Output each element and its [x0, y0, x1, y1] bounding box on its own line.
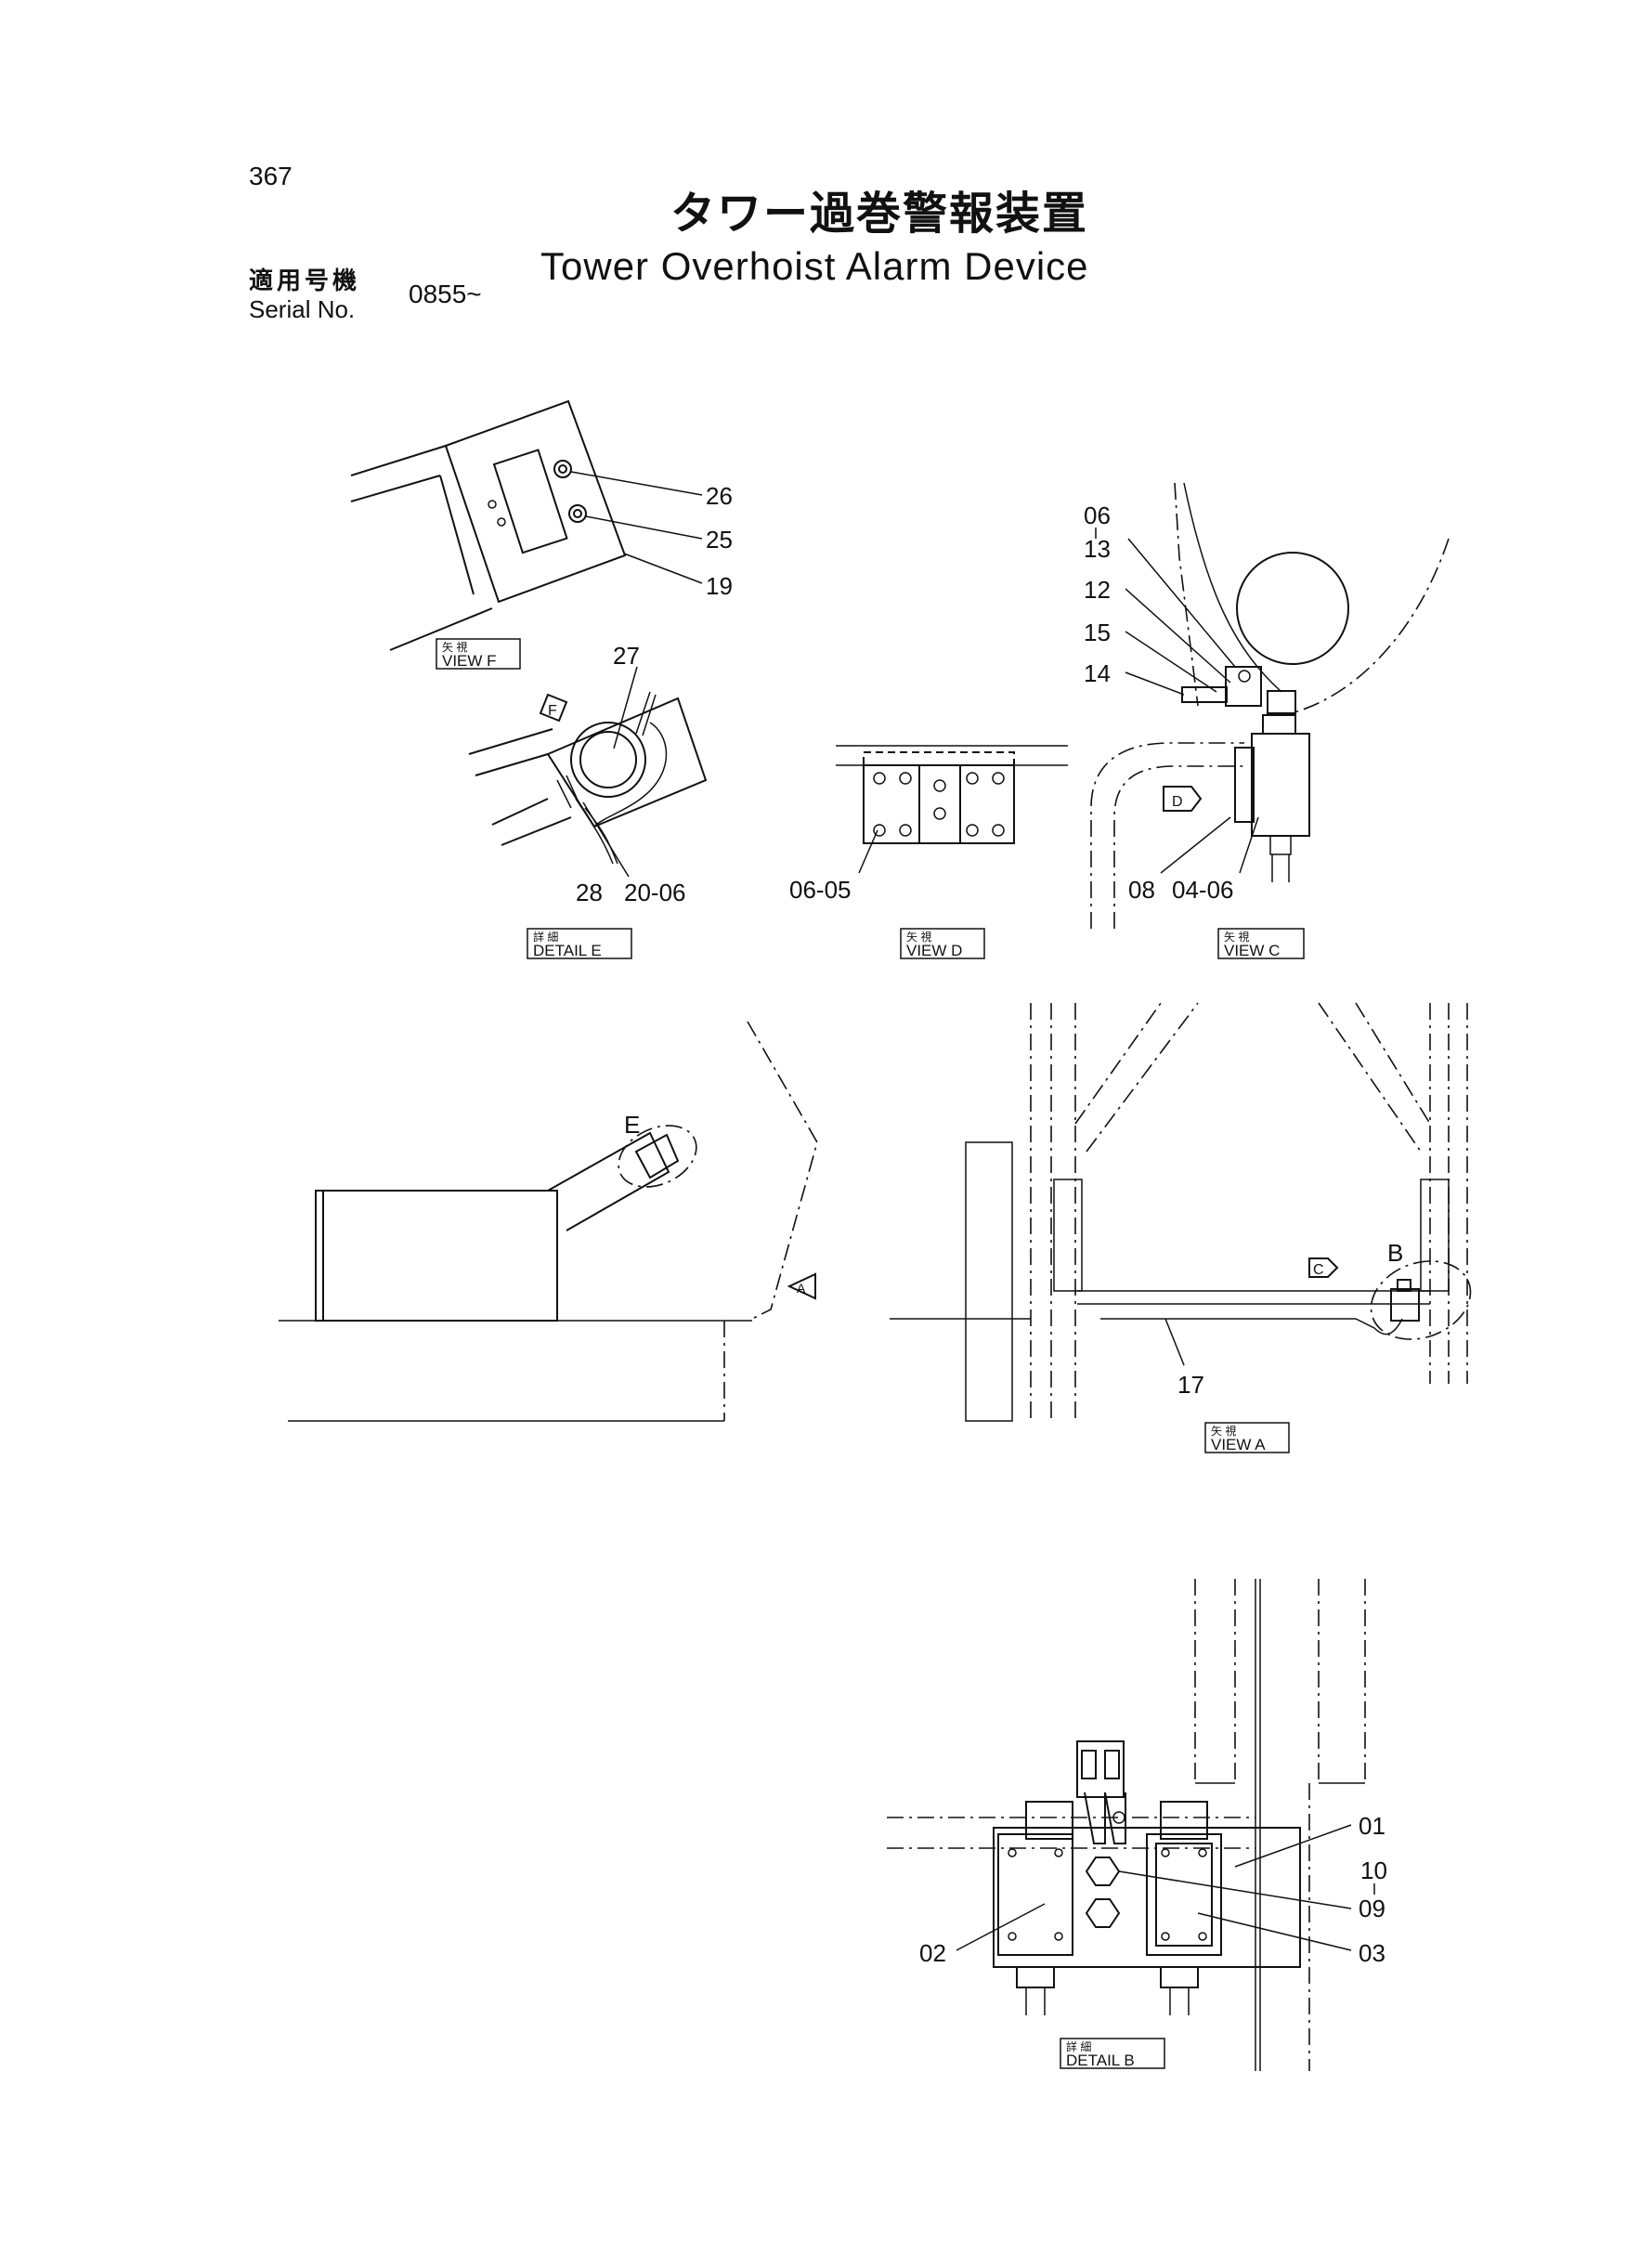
marker-d: D — [1172, 794, 1183, 810]
part-label-19: 19 — [706, 572, 733, 600]
part-label-09: 09 — [1359, 1895, 1385, 1922]
part-label-01: 01 — [1359, 1812, 1385, 1840]
view-a-caption: 矢 視 VIEW A — [1204, 1422, 1290, 1453]
view-d-drawing — [836, 745, 1068, 874]
part-label-02: 02 — [919, 1939, 946, 1967]
marker-e: E — [624, 1111, 640, 1139]
serial-value: 0855~ — [409, 280, 482, 308]
detail-b-caption: 詳 細 DETAIL B — [1060, 2038, 1165, 2069]
part-label-12: 12 — [1084, 576, 1111, 604]
part-label-28: 28 — [576, 879, 603, 906]
marker-a: A — [797, 1281, 806, 1296]
view-c-caption-jp: 矢 視 — [1224, 930, 1249, 944]
part-label-25: 25 — [706, 526, 733, 554]
part-label-27: 27 — [613, 642, 640, 670]
page-number: 367 — [249, 162, 293, 190]
view-d-caption-jp: 矢 視 — [906, 930, 931, 944]
view-f-drawing — [350, 399, 703, 651]
view-a-drawing: C B — [890, 1002, 1472, 1422]
title-japanese: タワー過巻警報装置 — [670, 188, 1089, 240]
part-label-08: 08 — [1128, 876, 1155, 904]
view-a-caption-jp: 矢 視 — [1211, 1424, 1236, 1438]
detail-e-caption-jp: 詳 細 — [533, 930, 558, 944]
part-label-15: 15 — [1084, 619, 1111, 646]
title-english: Tower Overhoist Alarm Device — [540, 244, 1089, 288]
machine-side-view: E A — [279, 1021, 818, 1422]
detail-e-caption: 詳 細 DETAIL E — [527, 928, 632, 959]
part-label-10: 10 — [1360, 1857, 1387, 1884]
view-c-drawing: D — [1090, 482, 1450, 929]
part-label-06: 06 — [1084, 502, 1111, 529]
view-f-caption-en: VIEW F — [442, 652, 497, 670]
view-a-caption-en: VIEW A — [1211, 1436, 1266, 1453]
view-d-caption: 矢 視 VIEW D — [900, 928, 985, 959]
part-label-14: 14 — [1084, 659, 1111, 687]
view-c-caption: 矢 視 VIEW C — [1217, 928, 1305, 959]
view-f-caption-jp: 矢 視 — [442, 640, 467, 654]
marker-f: F — [548, 703, 557, 719]
serial-label-english: Serial No. — [249, 295, 356, 323]
part-label-26: 26 — [706, 482, 733, 510]
detail-e-drawing: F — [468, 666, 708, 878]
detail-e-caption-en: DETAIL E — [533, 942, 602, 959]
part-label-17: 17 — [1177, 1371, 1204, 1399]
part-label-03: 03 — [1359, 1939, 1385, 1967]
view-c-caption-en: VIEW C — [1224, 942, 1280, 959]
marker-b: B — [1387, 1239, 1403, 1267]
view-d-caption-en: VIEW D — [906, 942, 962, 959]
detail-b-drawing — [887, 1579, 1366, 2071]
part-label-06-05: 06-05 — [789, 876, 852, 904]
marker-c: C — [1313, 1262, 1324, 1278]
detail-b-caption-jp: 詳 細 — [1066, 2039, 1091, 2053]
view-f-caption: 矢 視 VIEW F — [436, 638, 521, 670]
serial-label-japanese: 適用号機 — [249, 267, 361, 295]
detail-b-caption-en: DETAIL B — [1066, 2052, 1135, 2069]
part-label-20-06: 20-06 — [624, 879, 686, 906]
part-label-04-06: 04-06 — [1172, 876, 1234, 904]
part-label-13: 13 — [1084, 535, 1111, 563]
